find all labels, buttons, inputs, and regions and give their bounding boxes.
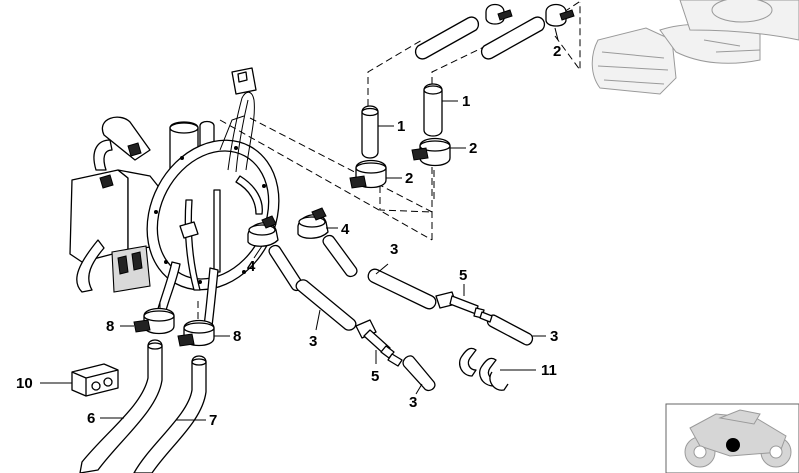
motorcycle-locator-icon [665,403,799,473]
position-marker [726,438,740,452]
hose-3-d [367,268,437,310]
callout-5: 5 [459,267,467,284]
hose-1-upper [414,3,575,60]
callout-3: 3 [390,241,398,258]
hose-1-left [361,105,379,159]
hose-7 [133,355,207,473]
hose-clamp-8-right [177,319,215,347]
connector-5-lower [355,319,403,367]
fuel-pump-assembly [69,67,280,327]
callout-8: 8 [233,328,241,345]
hose-clamp-2-right [411,137,451,167]
callout-2: 2 [469,140,477,157]
hose-1-right [423,83,443,137]
callout-6: 6 [87,410,95,427]
callout-3: 3 [409,394,417,411]
callout-7: 7 [209,412,217,429]
callout-10: 10 [16,375,33,392]
callout-3: 3 [309,333,317,350]
hose-3-c [295,279,357,331]
callout-8: 8 [106,318,114,335]
hose-clamp-2-left [349,159,387,189]
hose-clamp-8-left [133,307,175,335]
hose-3-b [322,234,358,278]
holder-10 [71,363,119,397]
callout-2: 2 [405,170,413,187]
callout-4: 4 [341,221,350,238]
clip-11 [458,347,509,391]
hose-3-e [486,314,534,346]
callout-5: 5 [371,368,379,385]
connector-5-upper [435,291,493,323]
hose-6 [79,339,163,473]
callout-11: 11 [541,362,557,379]
leader-lines [40,27,559,421]
callout-4: 4 [247,258,256,275]
hose-3-f [402,355,436,392]
callout-1: 1 [462,93,470,110]
callouts: 1 1 2 2 2 4 4 3 3 3 3 5 5 11 8 8 10 6 7 [16,43,561,429]
callout-1: 1 [397,118,405,135]
callout-3: 3 [550,328,558,345]
callout-2: 2 [553,43,561,60]
fuel-tank-section [591,0,799,95]
hose-clamp-4-left [247,215,279,247]
hose-clamp-4-right [297,207,329,239]
